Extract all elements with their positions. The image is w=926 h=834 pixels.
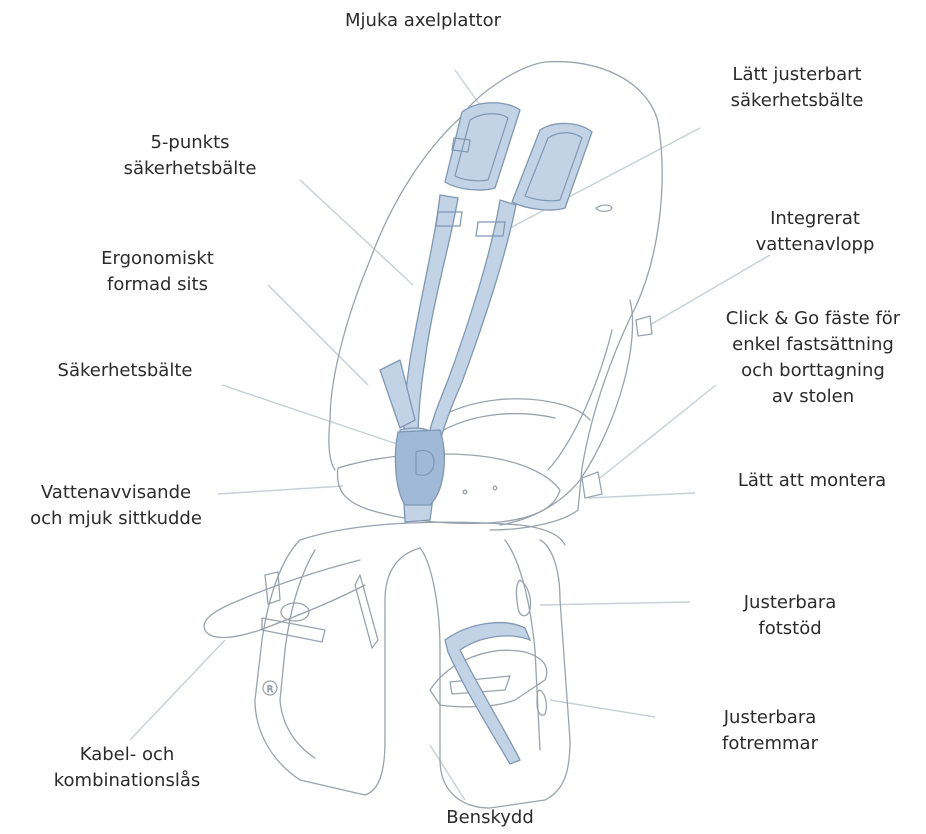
leader-integrerat — [649, 254, 771, 326]
buckle-release — [415, 449, 435, 476]
footrest — [429, 649, 548, 708]
label-ergonomiskt: Ergonomiskt formad sits — [101, 248, 214, 295]
leader-latt-montera — [587, 492, 696, 499]
frame-right-slot-2 — [536, 689, 547, 716]
leader-fotremmar — [549, 699, 656, 718]
shoulder-pad-right-inner — [524, 132, 583, 202]
harness-details — [415, 113, 583, 476]
foot-strap — [444, 622, 532, 765]
frame-right-slot — [515, 579, 532, 617]
hip-strap-left — [379, 359, 416, 429]
seat-side-inner — [547, 329, 613, 471]
cable-lock-latch — [261, 617, 326, 643]
label-click-go: Click & Go fäste för enkel fastsättning … — [725, 308, 901, 407]
harness — [379, 102, 593, 523]
label-mjuka-axelplattor: Mjuka axelplattor — [345, 10, 501, 31]
leader-fotstod — [539, 601, 691, 606]
frame-left-inner — [279, 549, 316, 759]
label-integrerat: Integrerat vattenavlopp — [755, 208, 875, 255]
seat-arm-rail-inner — [439, 412, 556, 433]
leader-lines — [129, 69, 771, 801]
label-sakerhetsbalte: Säkerhetsbälte — [57, 360, 193, 381]
leader-ergonomiskt — [267, 284, 369, 386]
seat-outline — [203, 60, 663, 809]
seat-dot-1 — [462, 489, 468, 495]
label-kabellas: Kabel- och kombinationslås — [53, 744, 201, 791]
leader-benskydd — [429, 744, 466, 801]
label-benskydd: Benskydd — [446, 807, 534, 828]
label-fempunkts: 5-punkts säkerhetsbälte — [123, 132, 257, 179]
shoulder-pad-left-inner — [454, 113, 509, 182]
cable-lock-knob — [280, 602, 310, 622]
drain-tab — [635, 315, 653, 337]
seat-left-edge — [328, 117, 461, 471]
click-go-bracket — [581, 471, 603, 499]
frame-left-slot — [354, 574, 379, 649]
shoulder-pad-left — [444, 102, 521, 191]
slider-left — [435, 211, 463, 227]
leader-kabellas — [129, 639, 226, 741]
seat-pan — [336, 453, 561, 525]
slider-right — [475, 221, 506, 237]
frame-right — [419, 539, 571, 809]
frame-left — [254, 539, 421, 796]
frame-right-front — [504, 539, 541, 751]
cable-lock-clip — [264, 571, 281, 605]
leader-fempunkts — [299, 179, 414, 286]
label-vattenavvisande: Vattenavvisande och mjuk sittkudde — [30, 482, 202, 529]
seat-backrest — [459, 60, 663, 531]
seat-dot-2 — [492, 485, 498, 491]
leader-latt-justerbart — [509, 127, 701, 229]
seat-base-lip — [299, 521, 566, 546]
label-latt-montera: Lätt att montera — [737, 470, 887, 491]
footrest-inner — [449, 675, 511, 695]
leader-sakerhetsbalte — [221, 384, 401, 446]
label-fotstod: Justerbara fotstöd — [743, 592, 837, 639]
leader-click-go — [599, 384, 717, 479]
strap-end-left — [451, 137, 471, 153]
drain-slot — [595, 204, 613, 213]
registered-mark-icon: R — [262, 680, 278, 696]
leader-vattenavvisande — [217, 485, 344, 495]
label-fotremmar: Justerbara fotremmar — [722, 707, 818, 754]
cable-lock — [203, 559, 366, 639]
svg-text:R: R — [267, 685, 273, 695]
label-latt-justerbart: Lätt justerbart säkerhetsbälte — [730, 64, 864, 111]
buckle — [394, 429, 445, 506]
shoulder-pad-right — [511, 122, 593, 211]
seat-arm-rail — [434, 398, 591, 421]
seat-side-wing — [499, 299, 634, 526]
